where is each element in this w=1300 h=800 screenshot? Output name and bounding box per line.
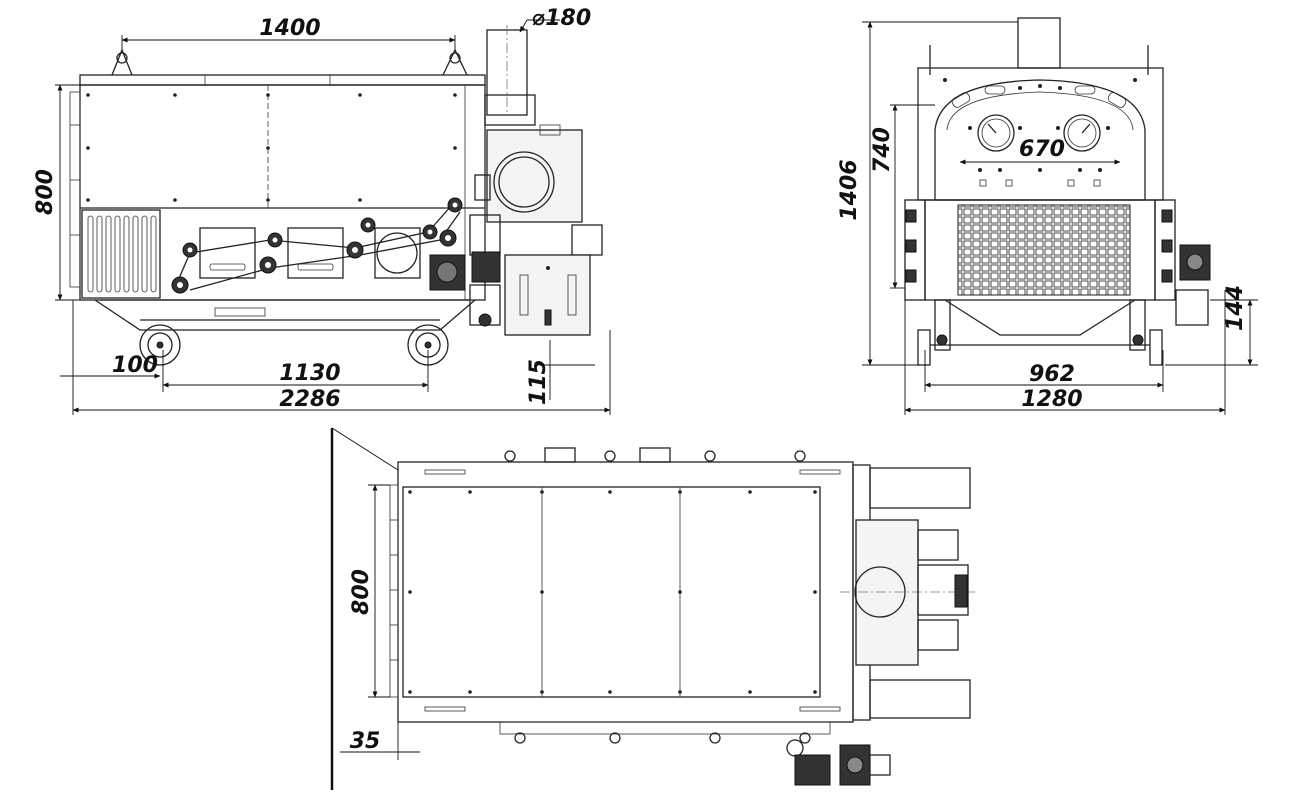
dim-overall-width: 1280	[1021, 387, 1082, 412]
front-dim-lines	[862, 21, 1258, 415]
dim-gauge-spacing: 670	[1019, 137, 1065, 162]
side-view: 1400 ⌀180 800 100 1130 2286 115	[33, 6, 611, 415]
side-wheel-left	[139, 324, 181, 366]
dim-wheelbase: 1130	[279, 361, 340, 386]
top-view: 800 35	[330, 427, 975, 790]
side-dim-lines	[55, 19, 611, 415]
top-dim-lines	[331, 427, 420, 760]
dim-track-width: 962	[1029, 362, 1075, 387]
pressure-gauge-left	[977, 114, 1015, 152]
front-grille	[957, 204, 1131, 296]
top-gear-motor	[786, 739, 891, 786]
front-view: 1406 740 670 144 962 1280	[837, 17, 1258, 415]
dim-diameter: ⌀180	[532, 6, 591, 31]
dim-top-width: 800	[349, 569, 374, 615]
dim-side-height: 800	[33, 169, 58, 215]
dim-top-margin: 35	[350, 729, 381, 754]
pulley-group	[171, 197, 463, 294]
front-gear-motor	[1175, 244, 1211, 326]
side-gear-motor	[429, 251, 501, 327]
dim-overall-length: 2286	[279, 387, 340, 412]
dim-motor-height: 144	[1223, 285, 1248, 331]
dim-ground-clearance: 115	[526, 359, 551, 405]
dim-top-length: 1400	[259, 16, 320, 41]
dim-offset-left: 100	[112, 353, 158, 378]
dim-overall-height: 1406	[837, 159, 862, 220]
dim-body-height: 740	[870, 127, 895, 173]
pressure-gauge-right	[1063, 114, 1101, 152]
